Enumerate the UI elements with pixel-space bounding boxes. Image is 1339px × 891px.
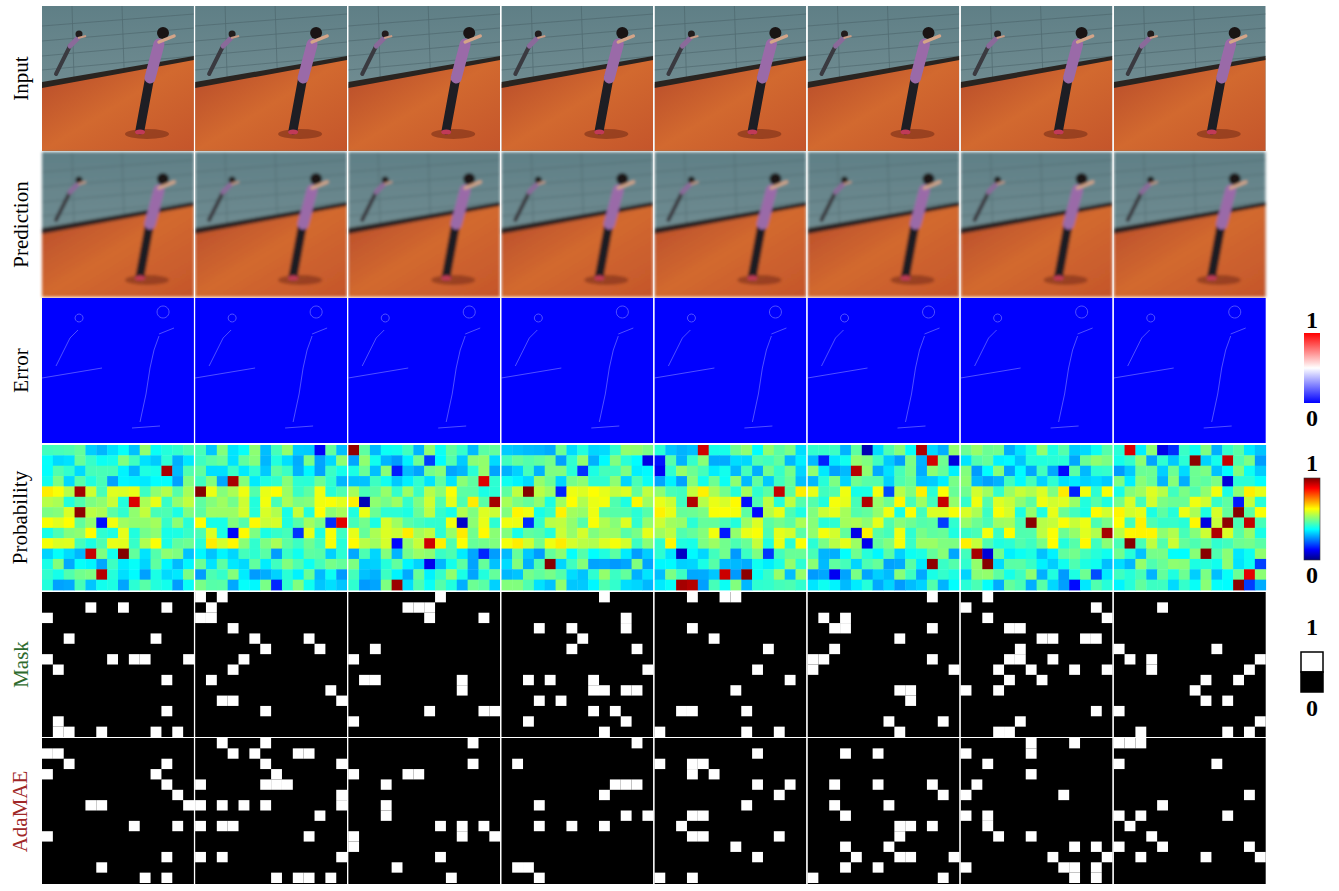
probability-map <box>654 445 806 590</box>
error-edges <box>348 306 480 428</box>
mask-map <box>501 592 653 737</box>
adamae-mask-map <box>348 738 500 884</box>
adamae-mask-map <box>1114 738 1266 884</box>
colorbar-tick: 0 <box>1306 406 1318 430</box>
error-edges <box>1114 306 1246 428</box>
colorbar-tick: 0 <box>1306 563 1318 587</box>
adamae-mask-map <box>501 738 653 884</box>
probability-map <box>961 445 1113 590</box>
error-map <box>808 298 960 443</box>
frame-separator <box>500 6 501 884</box>
mask-map <box>1114 592 1266 737</box>
error-edges <box>654 306 786 428</box>
probability-colorbar <box>1304 478 1320 560</box>
prediction-frame <box>1114 152 1266 297</box>
mask-colorbar-white <box>1301 652 1323 672</box>
probability-map <box>348 445 500 590</box>
input-frame <box>348 6 500 151</box>
mask-map <box>42 592 194 737</box>
row-label: Error <box>11 348 32 392</box>
input-frame <box>961 6 1113 151</box>
error-map <box>42 298 194 443</box>
adamae-mask-map <box>654 738 806 884</box>
mask-map <box>808 592 960 737</box>
row-label: Mask <box>11 641 32 688</box>
probability-map <box>808 445 960 590</box>
mask-map <box>654 592 806 737</box>
prediction-frame <box>195 152 347 297</box>
error-edges <box>501 306 633 428</box>
frame-separator <box>194 6 195 884</box>
input-frame <box>654 6 806 151</box>
prediction-frame <box>808 152 960 297</box>
frame-separator <box>653 6 654 884</box>
error-edges <box>961 306 1093 428</box>
mask-map <box>348 592 500 737</box>
error-map <box>1114 298 1266 443</box>
row-label: Prediction <box>11 181 32 267</box>
row-label: Probability <box>11 471 32 564</box>
input-frame <box>195 6 347 151</box>
colorbar-tick: 1 <box>1306 615 1318 639</box>
prediction-frame <box>501 152 653 297</box>
frame-separator <box>806 6 807 884</box>
prediction-frame <box>348 152 500 297</box>
frame-separator <box>1112 6 1113 884</box>
input-frame <box>808 6 960 151</box>
error-map <box>348 298 500 443</box>
prediction-frame <box>654 152 806 297</box>
error-map <box>961 298 1113 443</box>
mask-colorbar-black <box>1301 672 1323 692</box>
mask-map <box>195 592 347 737</box>
error-edges <box>808 306 940 428</box>
probability-map <box>1114 445 1266 590</box>
adamae-mask-map <box>961 738 1113 884</box>
mask-map <box>961 592 1113 737</box>
frame-separator <box>959 6 960 884</box>
colorbar-tick: 1 <box>1306 308 1318 332</box>
row-label: AdaMAE <box>11 770 32 852</box>
adamae-mask-map <box>808 738 960 884</box>
input-frame <box>1114 6 1266 151</box>
frame-separator <box>347 6 348 884</box>
prediction-frame <box>42 152 194 297</box>
probability-map <box>42 445 194 590</box>
error-edges <box>195 306 327 428</box>
error-map <box>195 298 347 443</box>
error-map <box>654 298 806 443</box>
input-frame <box>42 6 194 151</box>
probability-map <box>501 445 653 590</box>
colorbar-tick: 0 <box>1306 696 1318 720</box>
colorbar-tick: 1 <box>1306 451 1318 475</box>
error-map <box>501 298 653 443</box>
probability-map <box>195 445 347 590</box>
input-frame <box>501 6 653 151</box>
error-colorbar <box>1304 333 1320 403</box>
adamae-mask-map <box>42 738 194 884</box>
error-edges <box>42 306 174 428</box>
adamae-mask-map <box>195 738 347 884</box>
row-label: Input <box>11 56 32 100</box>
prediction-frame <box>961 152 1113 297</box>
